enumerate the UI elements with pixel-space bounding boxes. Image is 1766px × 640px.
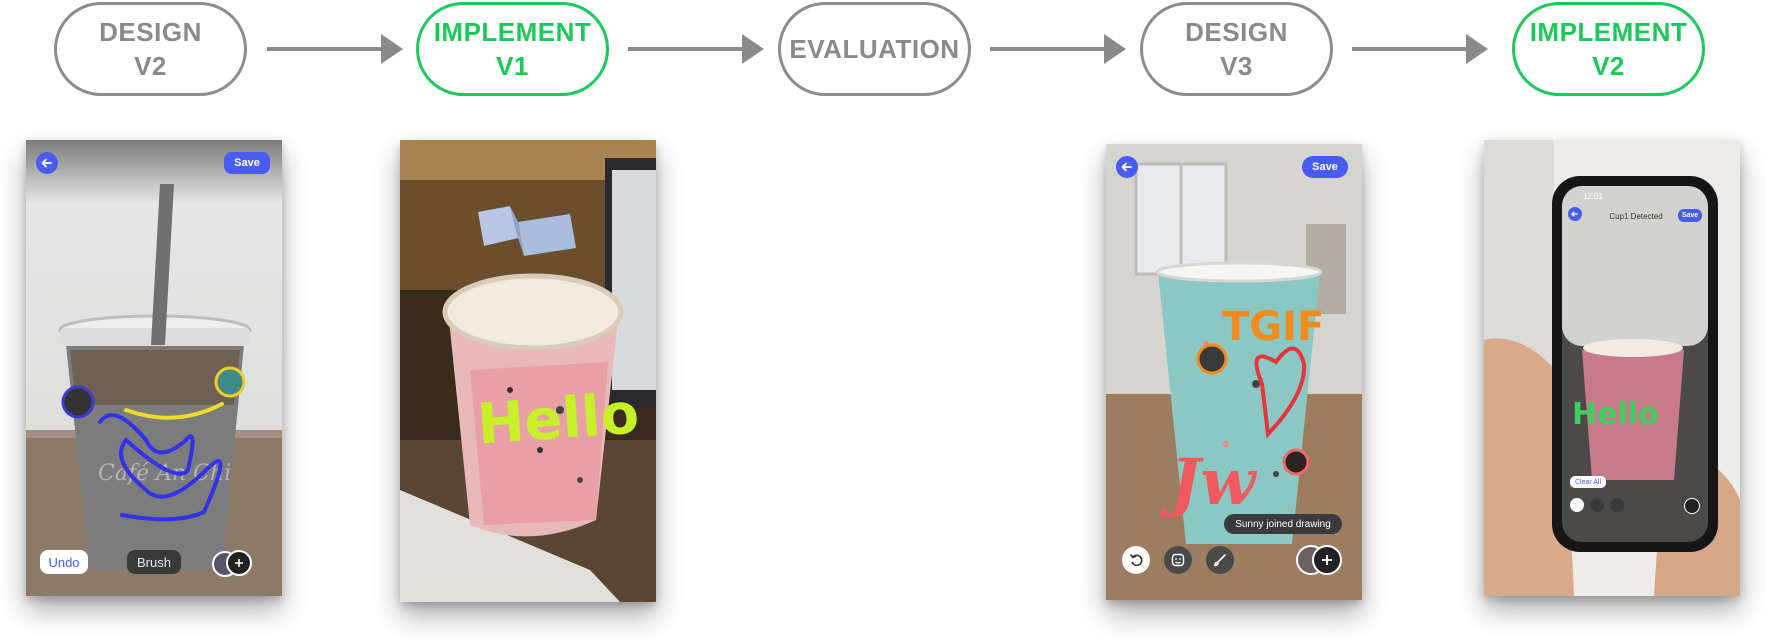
stage-line2: V3 xyxy=(1220,51,1253,81)
stage-design-v2: DESIGN V2 xyxy=(54,2,247,96)
save-button[interactable]: Save xyxy=(1678,209,1702,222)
stage-line2: V2 xyxy=(1592,51,1625,81)
save-button[interactable]: Save xyxy=(1302,156,1348,178)
brush-button[interactable]: Brush xyxy=(127,550,181,574)
flow-arrow xyxy=(1352,34,1488,64)
screen-implement-v2: Hello 12:01 Cup1 Detected Save Clear All xyxy=(1484,140,1740,596)
add-collaborator-button[interactable] xyxy=(226,550,252,576)
brush-icon xyxy=(1214,554,1226,567)
brush-button[interactable] xyxy=(1610,498,1624,512)
clear-all-button[interactable]: Clear All xyxy=(1570,476,1606,488)
stage-line1: IMPLEMENT xyxy=(433,17,592,47)
flow-arrow xyxy=(267,34,403,64)
screen-implement-v1: Hello WORLD xyxy=(400,140,656,602)
collaborator-avatar xyxy=(1196,343,1228,375)
undo-icon xyxy=(1129,553,1143,567)
screen-design-v3: TGIF Jw Save Sunny joined drawing xyxy=(1106,144,1362,600)
save-button[interactable]: Save xyxy=(224,152,270,174)
hand-holding-phone-photo: Hello xyxy=(1484,140,1740,596)
stage-design-v3: DESIGN V3 xyxy=(1140,2,1333,96)
stage-line1: DESIGN xyxy=(99,17,202,47)
flow-arrow xyxy=(990,34,1126,64)
smiley-sticker-icon xyxy=(1171,553,1185,567)
stage-line1: EVALUATION xyxy=(789,34,960,64)
sticker-button[interactable] xyxy=(1590,498,1604,512)
screen-design-v2: Café An Chi Save Undo Brush xyxy=(26,140,282,596)
stage-line1: IMPLEMENT xyxy=(1529,17,1688,47)
sticker-button[interactable] xyxy=(1164,546,1192,574)
drawn-text-tgif: TGIF xyxy=(1222,304,1324,350)
add-collaborator-button[interactable] xyxy=(1684,498,1700,514)
back-button[interactable] xyxy=(1116,156,1138,178)
flow-arrow xyxy=(628,34,764,64)
stage-line2: V2 xyxy=(134,51,167,81)
arrow-left-icon xyxy=(1571,211,1578,217)
cup-scene-illustration: TGIF Jw xyxy=(1106,144,1362,600)
back-button[interactable] xyxy=(1568,207,1582,221)
stage-line2: V1 xyxy=(496,51,529,81)
stage-implement-v2: IMPLEMENT V2 xyxy=(1512,2,1705,96)
stage-line1: DESIGN xyxy=(1185,17,1288,47)
undo-button[interactable] xyxy=(1122,546,1150,574)
join-toast: Sunny joined drawing xyxy=(1224,514,1342,534)
stage-implement-v1: IMPLEMENT V1 xyxy=(416,2,609,96)
drawn-text-jw: Jw xyxy=(1159,445,1257,520)
page-title: Cup1 Detected xyxy=(1609,211,1663,221)
stage-evaluation: EVALUATION xyxy=(778,2,971,96)
collaborator-avatar xyxy=(214,366,246,398)
plus-icon xyxy=(235,559,243,567)
collaborator-avatar xyxy=(61,385,95,419)
arrow-left-icon xyxy=(41,158,52,168)
arrow-left-icon xyxy=(1121,162,1132,172)
ar-drawn-text: Hello xyxy=(1572,397,1659,432)
cup-scene-illustration: Café An Chi xyxy=(26,140,282,596)
add-collaborator-button[interactable] xyxy=(1312,545,1342,575)
brush-button[interactable] xyxy=(1206,546,1234,574)
collaborator-avatar xyxy=(1282,448,1310,476)
undo-button[interactable]: Undo xyxy=(40,550,88,574)
plus-icon xyxy=(1322,555,1332,565)
undo-button[interactable] xyxy=(1570,498,1584,512)
status-time: 12:01 xyxy=(1582,191,1604,201)
back-button[interactable] xyxy=(36,152,58,174)
ar-prototype-photo: Hello WORLD xyxy=(400,140,656,602)
